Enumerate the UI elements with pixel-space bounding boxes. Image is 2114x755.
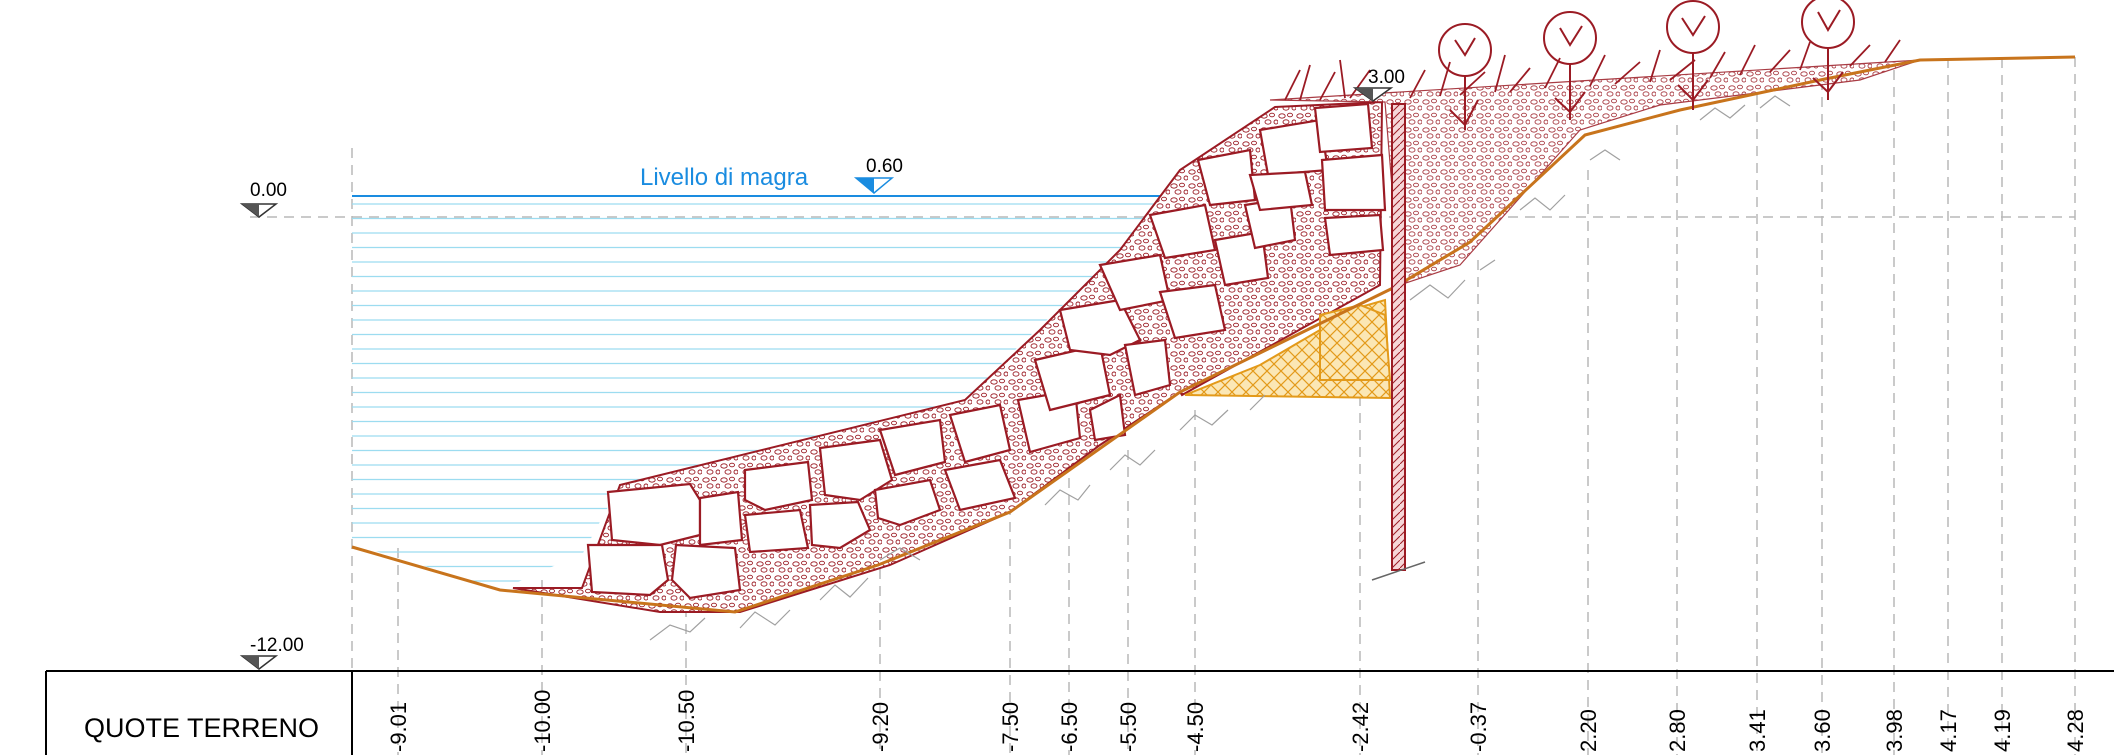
table-value-cell: -9.01 [386,702,411,752]
sheet-pile [1391,103,1406,571]
water-body [352,196,1185,590]
table-value-cell: 4.17 [1936,709,1961,752]
table-value-cell: -6.50 [1057,702,1082,752]
shrubs [1284,39,1901,101]
elevation-marker-water: 0.60 [853,156,903,194]
table-value-cell: 3.60 [1810,709,1835,752]
elevation-marker-bottom: -12.00 [239,635,304,670]
table-value-cell: 3.98 [1882,709,1907,752]
tree [1801,0,1855,100]
table-value-cell: -4.50 [1183,702,1208,752]
elevation-table: QUOTE TERRENO -9.01 -10.00 -10.50 -9.20 -7.5… [45,670,2114,755]
elevation-label-reference: 0.00 [250,180,287,201]
table-value-cell: -7.50 [998,702,1023,752]
gravel-filter-layer [1269,59,1921,286]
elevation-marker-reference: 0.00 [239,180,287,218]
table-value-cell: -10.00 [530,690,555,752]
elevation-label-top: 3.00 [1368,67,1405,88]
table-value-cell: -9.20 [868,702,893,752]
table-row-label: QUOTE TERRENO [84,713,319,743]
table-value-cell: 4.28 [2063,709,2088,752]
subsoil-hatching [649,95,1791,641]
table-value-cell: -0.37 [1466,702,1491,752]
elevation-marker-top: 3.00 [1352,67,1405,102]
water-level-label: Livello di magra [640,164,809,191]
elevation-label-bottom: -12.00 [250,635,304,656]
table-value-cell: -2.42 [1348,702,1373,752]
boulders [586,102,1387,600]
station-grid-lines [351,57,2076,755]
table-value-cell: 4.19 [1990,709,2015,752]
table-value-cell: -10.50 [674,690,699,752]
table-values: -9.01 -10.00 -10.50 -9.20 -7.50 -6.50 -5.50 -4.… [386,690,2088,752]
pile-toe-mark [1371,561,1426,581]
tree [1543,11,1597,120]
tree [1438,23,1492,130]
vegetation [1284,0,1901,130]
yellow-fill-core [1319,303,1392,381]
table-value-cell: 3.41 [1745,709,1770,752]
table-value-cell: -5.50 [1116,702,1141,752]
elevation-label-water: 0.60 [866,156,903,177]
table-value-cell: 2.80 [1665,709,1690,752]
table-value-cell: 2.20 [1576,709,1601,752]
